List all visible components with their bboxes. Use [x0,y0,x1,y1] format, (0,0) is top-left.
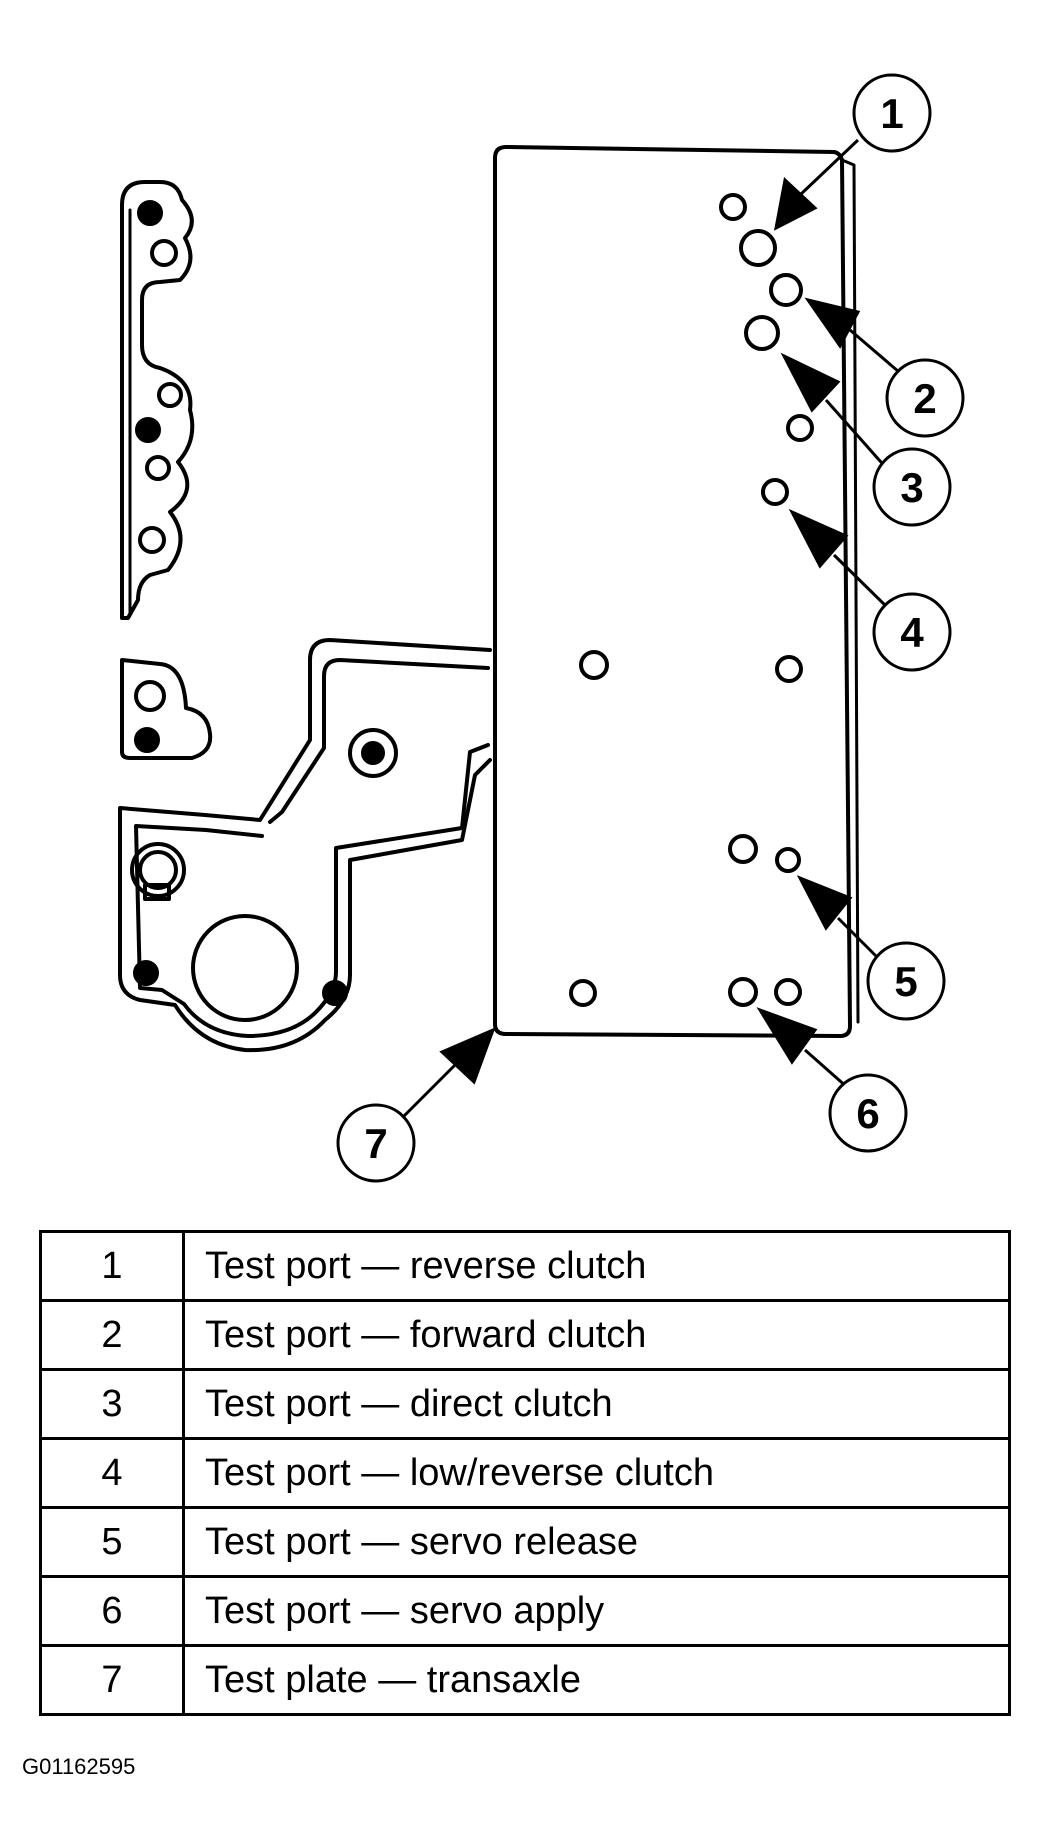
table-row: 2 Test port — forward clutch [39,1299,1011,1371]
legend-description: Test port — reverse clutch [182,1230,1011,1302]
callout-6-label: 6 [856,1090,879,1137]
arrow-2 [804,297,907,380]
callout-7-label: 7 [364,1120,387,1167]
callout-5-label: 5 [894,958,917,1005]
callout-1-label: 1 [880,90,903,137]
legend-description: Test port — servo release [182,1506,1011,1578]
arrow-1 [773,138,860,231]
legend-description: Test plate — transaxle [182,1644,1011,1716]
test-plate [493,145,860,1038]
table-row: 1 Test port — reverse clutch [39,1230,1011,1302]
legend-number: 4 [39,1437,185,1509]
port-direct-clutch [744,315,780,351]
upper-gasket [120,180,195,620]
callout-7: 7 [336,1103,416,1183]
figure-id: G01162595 [22,1754,136,1779]
legend-description: Test port — direct clutch [182,1368,1011,1440]
callout-2-label: 2 [913,375,936,422]
callout-6: 6 [828,1073,908,1153]
arrow-6 [756,1007,849,1090]
port-reverse-clutch [739,229,777,267]
callout-circles: 1 2 3 4 5 6 7 [336,73,965,1183]
valve-body-test-plate-diagram: 1 2 3 4 5 6 7 [118,73,965,1183]
legend-number: 1 [39,1230,185,1302]
table-row: 6 Test port — servo apply [39,1575,1011,1647]
arrow-4 [788,508,892,612]
port-servo-apply [728,977,758,1007]
legend-table: 1 Test port — reverse clutch 2 Test port… [39,1230,1011,1716]
port-bottom-right [774,978,802,1006]
port-bottom-left [569,979,597,1007]
legend-description: Test port — forward clutch [182,1299,1011,1371]
callout-3: 3 [872,447,952,527]
port-low-reverse-clutch [761,478,789,506]
port-mid-small [786,414,814,442]
callout-4: 4 [872,592,952,672]
callout-4-label: 4 [900,609,924,656]
legend-description: Test port — low/reverse clutch [182,1437,1011,1509]
arrow-3 [780,352,890,471]
legend-number: 2 [39,1299,185,1371]
legend-description: Test port — servo apply [182,1575,1011,1647]
legend-number: 5 [39,1506,185,1578]
callout-3-label: 3 [900,464,923,511]
table-row: 7 Test plate — transaxle [39,1644,1011,1716]
arrow-5 [796,875,882,962]
port-top-small [719,193,747,221]
port-right-center [775,655,803,683]
port-forward-clutch [769,273,803,307]
callout-2: 2 [885,358,965,438]
arrow-7 [400,1027,496,1120]
callout-1: 1 [852,73,932,153]
callout-5: 5 [866,941,946,1021]
table-row: 5 Test port — servo release [39,1506,1011,1578]
legend-number: 6 [39,1575,185,1647]
legend-number: 3 [39,1368,185,1440]
leader-arrows [400,138,907,1120]
port-lower-left-of-pair [728,834,758,864]
port-left-center [579,650,609,680]
table-row: 3 Test port — direct clutch [39,1368,1011,1440]
lower-gasket [118,638,492,1053]
small-gasket [120,658,213,760]
legend-number: 7 [39,1644,185,1716]
port-servo-release [775,847,801,873]
table-row: 4 Test port — low/reverse clutch [39,1437,1011,1509]
